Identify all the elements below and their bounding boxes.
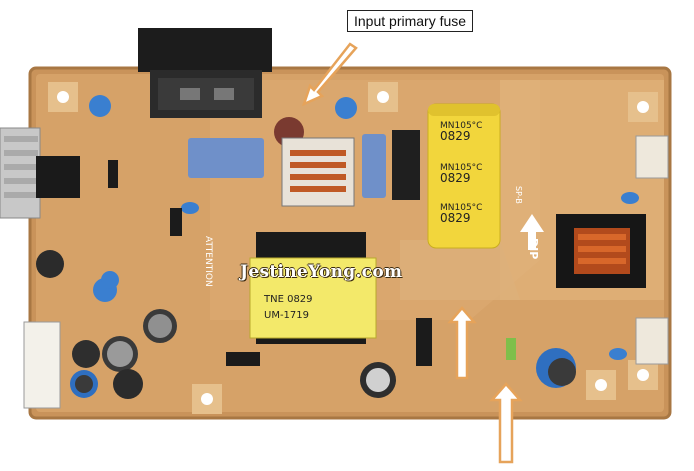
annotation-arrow-fuse xyxy=(301,42,358,107)
cap-temp-1: MN105°C xyxy=(440,121,482,131)
standby-transformer xyxy=(556,214,646,288)
silkscreen-attention: ATTENTION xyxy=(203,236,213,287)
ac-inlet xyxy=(138,28,272,118)
pcb-region-center xyxy=(400,240,520,300)
silkscreen-sp-b: SP-B xyxy=(514,186,523,204)
cap-label-1: 0829 xyxy=(440,129,471,143)
connector-right xyxy=(635,317,669,365)
connector-top-right xyxy=(635,135,669,179)
film-capacitor xyxy=(362,134,386,198)
output-connector xyxy=(23,321,61,409)
cap-temp-2: MN105°C xyxy=(440,163,482,173)
caption-label: Input primary fuse xyxy=(347,10,474,32)
diodes xyxy=(108,160,516,366)
main-filter-capacitor: 0829 MN105°C 0829 MN105°C 0829 MN105°C xyxy=(427,103,501,249)
transformer-model: UM-1719 xyxy=(264,310,309,321)
main-transformer: UM-1719 TNE 0829 xyxy=(249,232,377,344)
transformer-code: TNE 0829 xyxy=(263,294,313,305)
watermark: JestineYong.com xyxy=(240,262,403,282)
small-ceramic-caps xyxy=(89,95,639,360)
cap-temp-3: MN105°C xyxy=(440,203,482,213)
bridge-rectifier xyxy=(392,130,420,200)
annotation-arrow-bottom xyxy=(489,382,523,464)
cap-label-3: 0829 xyxy=(440,211,471,225)
output-capacitors xyxy=(36,250,576,399)
heatsink xyxy=(0,127,80,219)
annotation-arrow-center xyxy=(447,306,477,380)
x-capacitor xyxy=(188,138,264,178)
line-filter-choke xyxy=(281,137,355,207)
cap-label-2: 0829 xyxy=(440,171,471,185)
dip-arrow xyxy=(520,214,544,250)
mounting-holes xyxy=(48,82,658,414)
